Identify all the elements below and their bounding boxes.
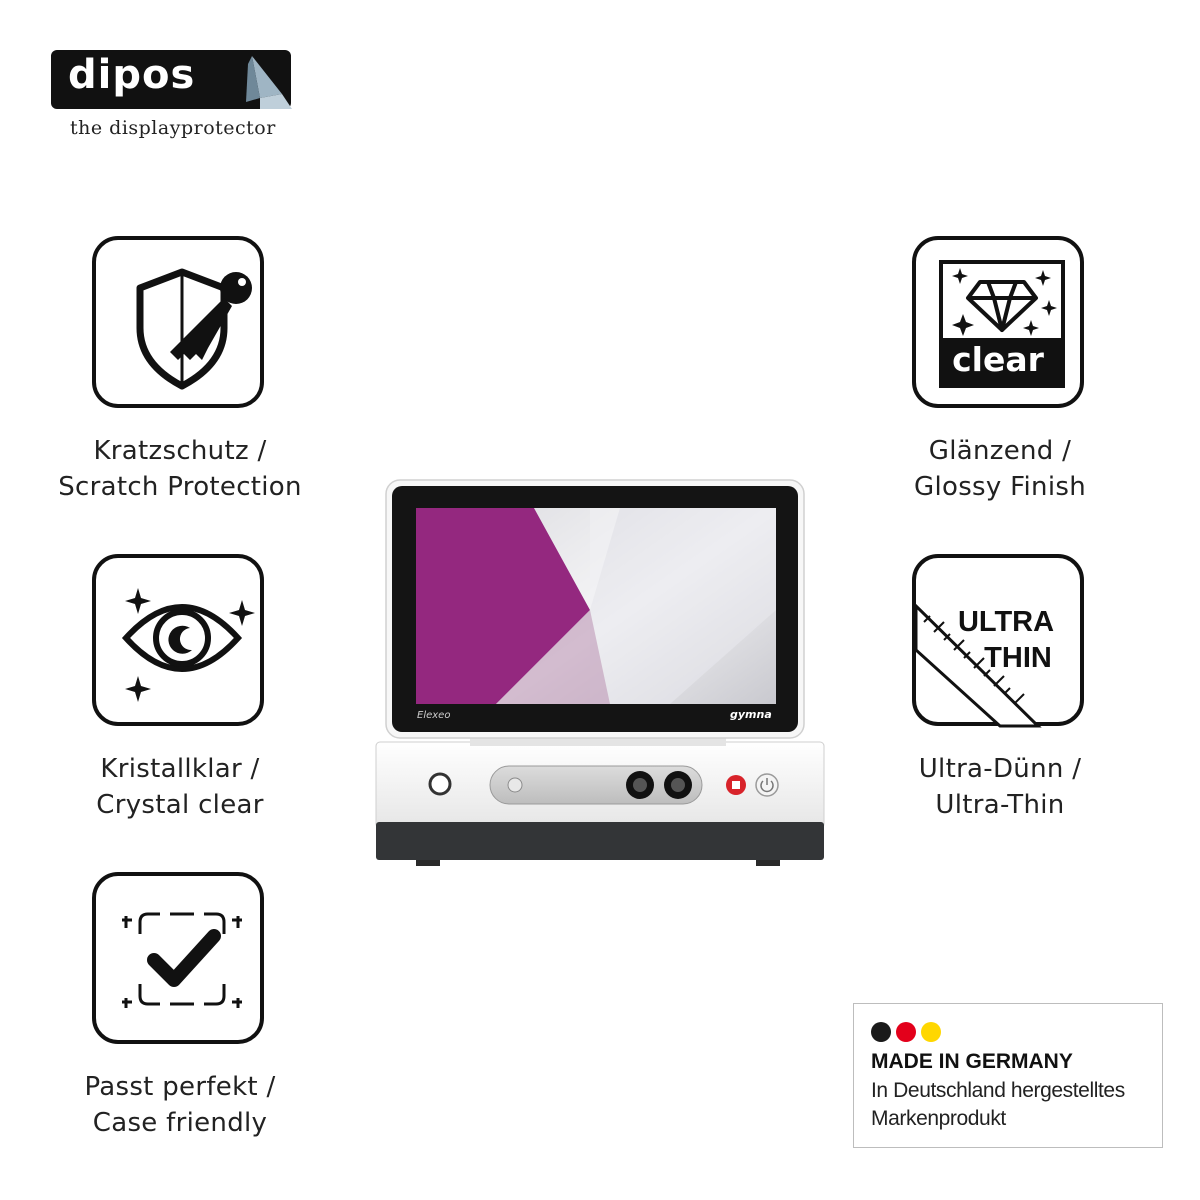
flag-dot-red <box>896 1022 916 1042</box>
caption-line: Crystal clear <box>96 790 264 820</box>
caption-glossy: Glänzend / Glossy Finish <box>820 433 1180 505</box>
feature-tile-scratch <box>92 236 264 408</box>
shield-key-icon <box>136 268 252 390</box>
checkmark-frame-icon <box>122 912 242 1008</box>
eye-sparkle-icon <box>121 588 255 702</box>
badge-line-thin: THIN <box>984 642 1052 674</box>
logo-tagline: the displayprotector <box>70 117 276 139</box>
device-illustration <box>375 479 825 866</box>
caption-line: Glänzend / <box>928 436 1072 466</box>
caption-line: Glossy Finish <box>914 472 1086 502</box>
logo-wordmark: dipos <box>68 52 196 98</box>
feature-tile-thin: ULTRA THIN <box>912 554 1084 728</box>
caption-case: Passt perfekt / Case friendly <box>0 1069 360 1141</box>
caption-line: Passt perfekt / <box>84 1072 276 1102</box>
caption-thin: Ultra-Dünn / Ultra-Thin <box>820 751 1180 823</box>
feature-tile-case <box>92 872 264 1044</box>
clear-badge-text: clear <box>952 340 1044 379</box>
flag-dot-black <box>871 1022 891 1042</box>
made-in-germany-title: MADE IN GERMANY <box>871 1050 1073 1073</box>
caption-line: Scratch Protection <box>58 472 302 502</box>
feature-tile-glossy: clear <box>912 236 1084 408</box>
made-in-germany-line2: Markenprodukt <box>871 1107 1006 1130</box>
caption-line: Ultra-Thin <box>935 790 1065 820</box>
caption-line: Kratzschutz / <box>93 436 267 466</box>
feature-tile-crystal <box>92 554 264 726</box>
caption-line: Ultra-Dünn / <box>918 754 1082 784</box>
caption-line: Case friendly <box>92 1108 268 1138</box>
device-brand-label: gymna <box>730 708 772 721</box>
device-model-label: Elexeo <box>417 710 451 721</box>
page-curl-icon <box>246 56 292 109</box>
caption-scratch: Kratzschutz / Scratch Protection <box>0 433 360 505</box>
flag-dot-gold <box>921 1022 941 1042</box>
ultra-thin-badge: ULTRA THIN <box>946 604 1066 676</box>
diamond-clear-icon <box>939 260 1065 388</box>
caption-line: Kristallklar / <box>100 754 260 784</box>
ultra-thin-ruler-icon <box>916 603 1042 728</box>
made-in-germany-line1: In Deutschland hergestelltes <box>871 1079 1125 1102</box>
badge-line-ultra: ULTRA <box>957 606 1055 638</box>
caption-crystal: Kristallklar / Crystal clear <box>0 751 360 823</box>
